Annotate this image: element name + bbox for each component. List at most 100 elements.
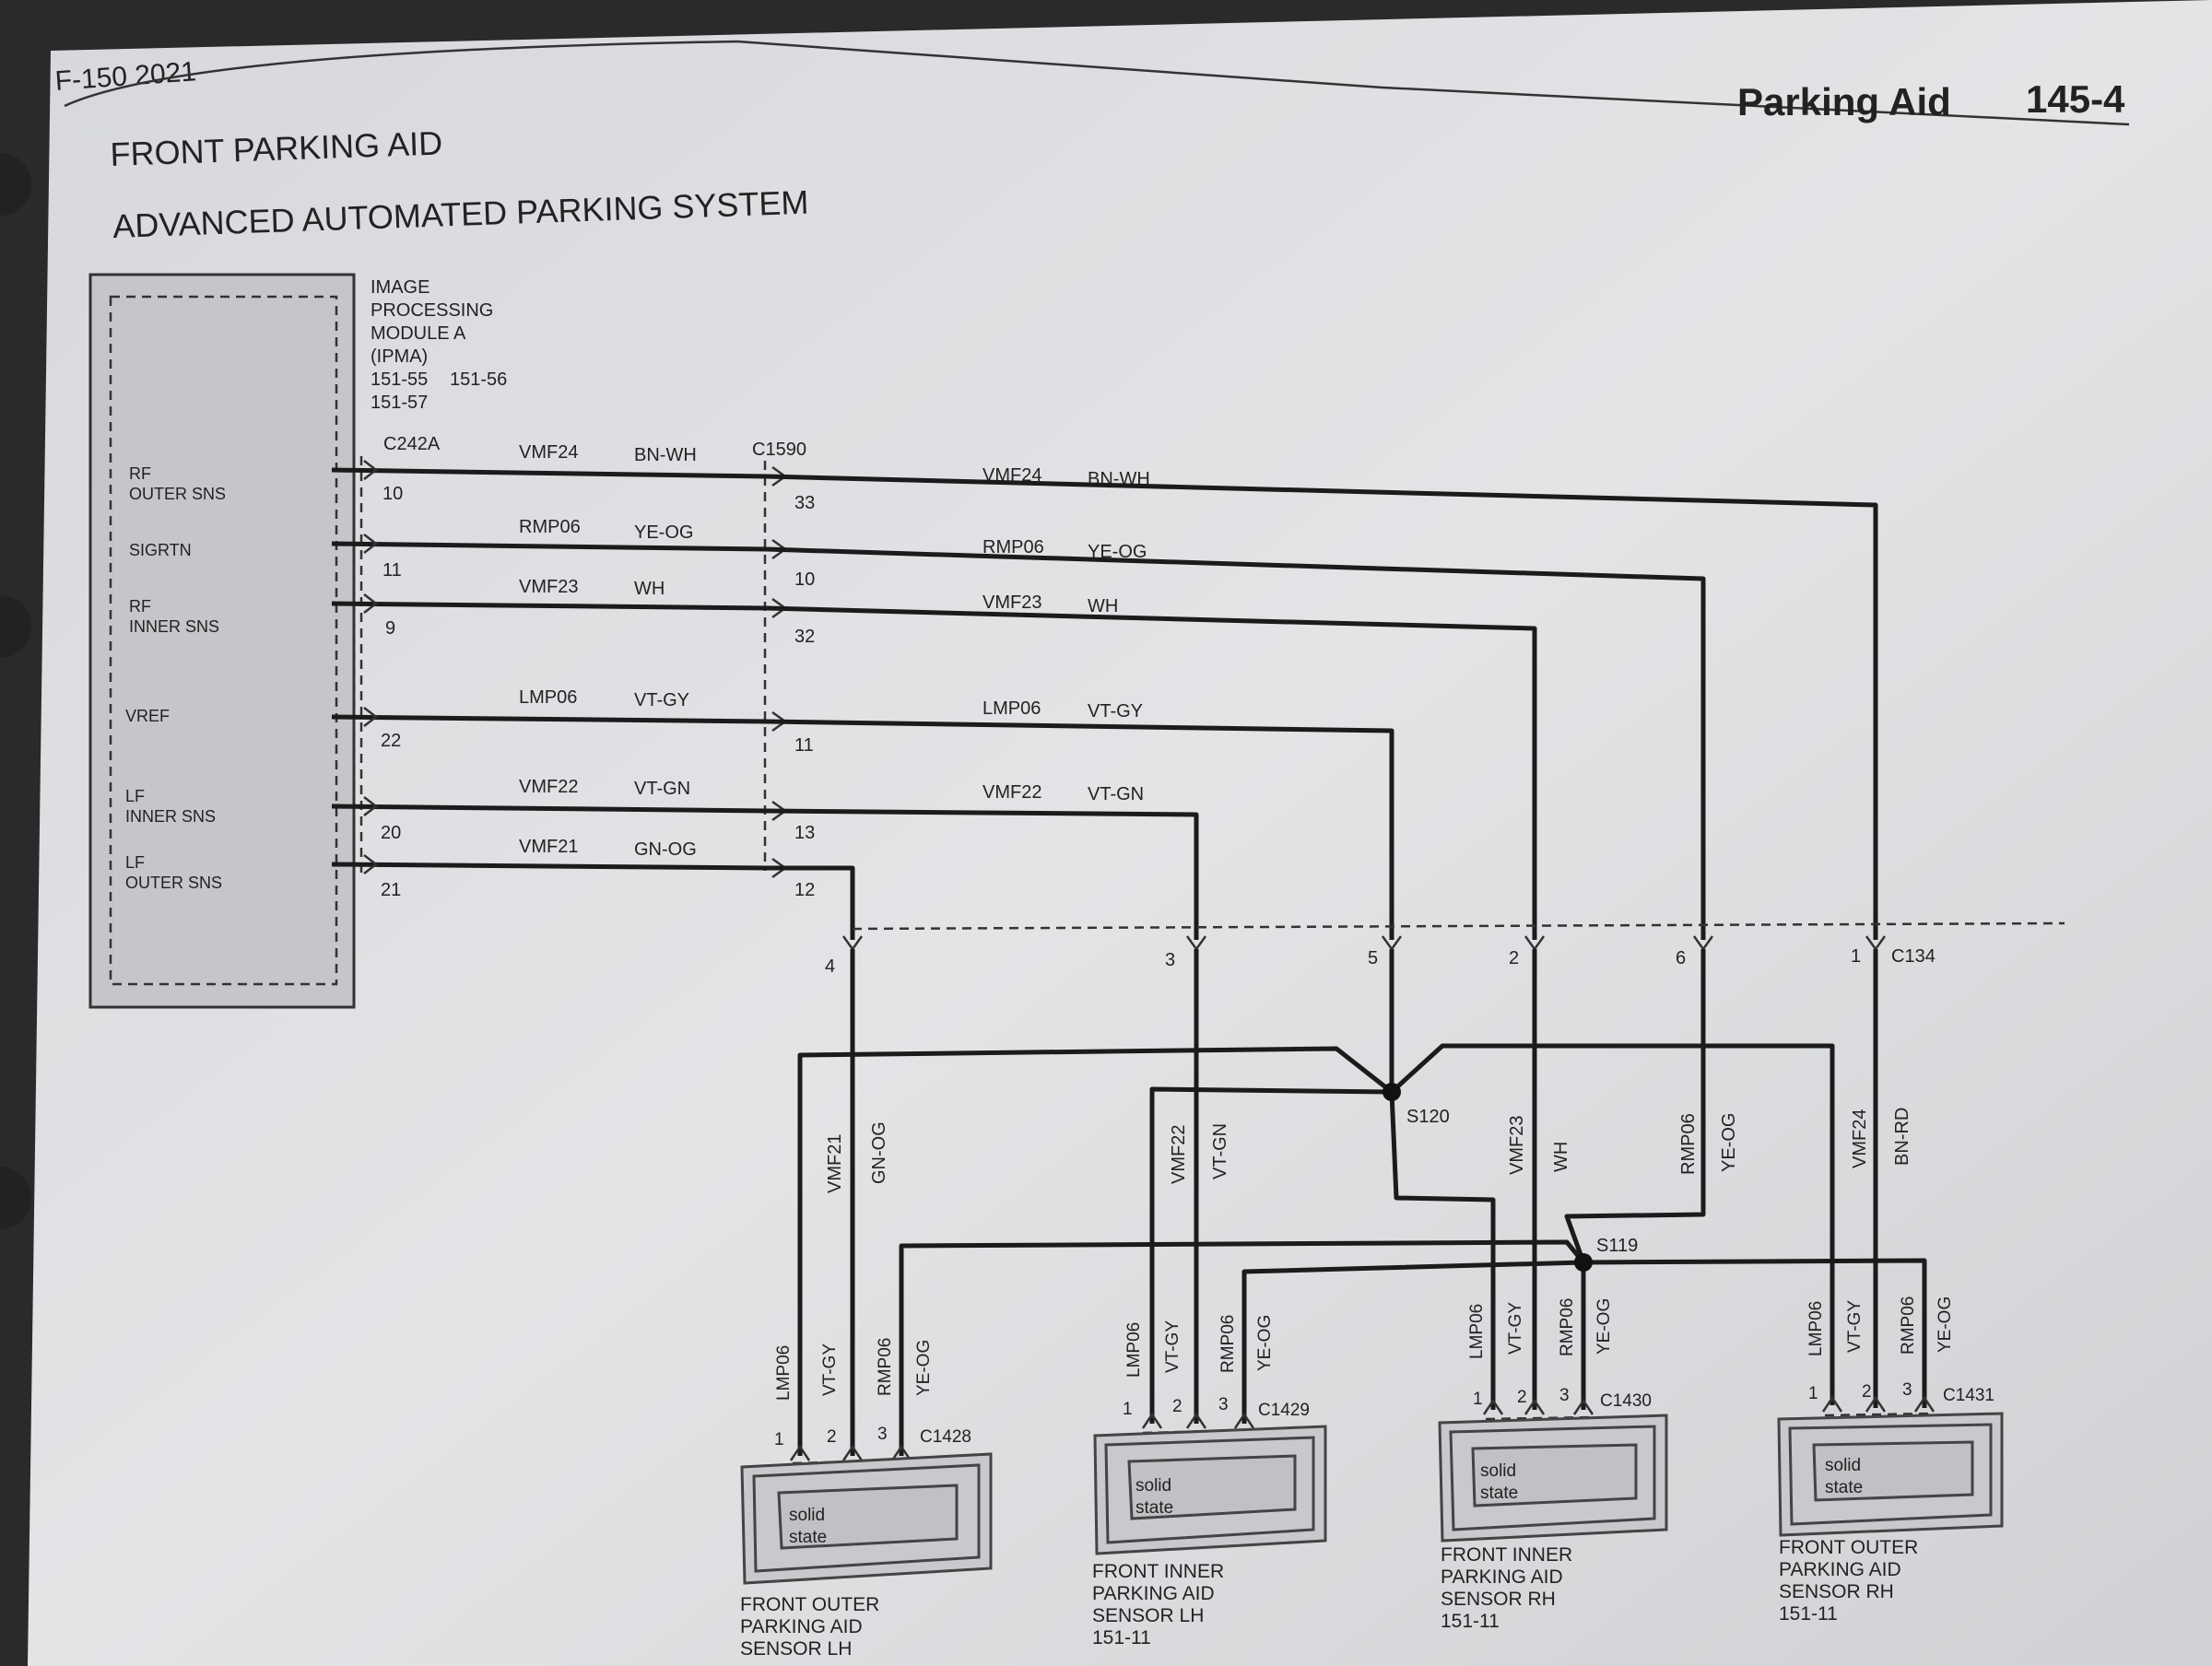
connector-c1590: C1590 xyxy=(752,440,806,460)
svg-text:BN-WH: BN-WH xyxy=(634,445,697,465)
svg-text:5: 5 xyxy=(1368,948,1378,968)
svg-text:1: 1 xyxy=(1123,1400,1133,1419)
svg-text:SENSOR LH: SENSOR LH xyxy=(740,1638,852,1660)
c242a-arrows xyxy=(363,460,379,874)
svg-text:VT-GY: VT-GY xyxy=(1506,1302,1525,1355)
svg-text:VT-GY: VT-GY xyxy=(1163,1320,1182,1373)
svg-text:LMP06: LMP06 xyxy=(519,687,577,708)
splice-s119-label: S119 xyxy=(1596,1236,1638,1256)
svg-text:WH: WH xyxy=(1088,596,1118,616)
svg-text:10: 10 xyxy=(794,569,815,590)
svg-text:3: 3 xyxy=(1559,1386,1570,1405)
svg-text:INNER SNS: INNER SNS xyxy=(129,617,219,636)
c134-connector-line xyxy=(852,921,2065,931)
svg-text:22: 22 xyxy=(381,731,401,751)
svg-text:GN-OG: GN-OG xyxy=(869,1121,889,1184)
wires-c1590-to-c134 xyxy=(766,474,1878,940)
svg-text:LMP06: LMP06 xyxy=(1806,1301,1826,1356)
svg-text:VMF24: VMF24 xyxy=(1850,1109,1870,1168)
svg-text:SIGRTN: SIGRTN xyxy=(129,541,192,559)
svg-text:FRONT OUTER: FRONT OUTER xyxy=(740,1594,879,1615)
sensor-front-inner-rh: LMP06 VT-GY RMP06 YE-OG 1 2 3 C1430 soli… xyxy=(1438,1298,1668,1632)
lower-wires xyxy=(797,949,1927,1456)
svg-text:SENSOR LH: SENSOR LH xyxy=(1092,1605,1204,1626)
svg-text:VMF23: VMF23 xyxy=(519,577,578,597)
svg-text:LMP06: LMP06 xyxy=(1467,1304,1487,1359)
svg-text:WH: WH xyxy=(634,579,665,599)
svg-text:MODULE A: MODULE A xyxy=(371,323,466,344)
svg-text:OUTER SNS: OUTER SNS xyxy=(125,874,222,892)
svg-text:VT-GY: VT-GY xyxy=(1845,1300,1865,1353)
svg-text:YE-OG: YE-OG xyxy=(1088,542,1147,562)
svg-text:FRONT INNER: FRONT INNER xyxy=(1092,1561,1224,1582)
svg-text:151-11: 151-11 xyxy=(1779,1603,1838,1625)
svg-text:FRONT OUTER: FRONT OUTER xyxy=(1779,1537,1918,1558)
connector-c1431: C1431 xyxy=(1943,1386,1994,1405)
svg-text:VT-GY: VT-GY xyxy=(820,1343,840,1396)
svg-text:state: state xyxy=(1480,1484,1518,1503)
svg-text:1: 1 xyxy=(1808,1384,1818,1403)
svg-text:2: 2 xyxy=(827,1427,837,1447)
svg-text:13: 13 xyxy=(794,823,815,843)
svg-text:YE-OG: YE-OG xyxy=(914,1340,934,1396)
svg-text:YE-OG: YE-OG xyxy=(1719,1113,1739,1172)
svg-text:VMF22: VMF22 xyxy=(519,777,578,797)
splice-s120-label: S120 xyxy=(1406,1107,1450,1127)
svg-text:151-11: 151-11 xyxy=(1092,1627,1151,1648)
svg-text:3: 3 xyxy=(1902,1380,1912,1400)
svg-text:PARKING AID: PARKING AID xyxy=(1441,1566,1563,1588)
svg-text:151-57: 151-57 xyxy=(371,393,428,413)
svg-text:RMP06: RMP06 xyxy=(1218,1315,1238,1373)
connector-c1430: C1430 xyxy=(1600,1391,1652,1411)
svg-text:solid: solid xyxy=(789,1506,825,1525)
svg-text:state: state xyxy=(1825,1478,1863,1497)
svg-text:VT-GN: VT-GN xyxy=(634,779,690,799)
svg-text:4: 4 xyxy=(825,956,835,977)
section-title: Parking Aid xyxy=(1737,80,1951,123)
svg-text:20: 20 xyxy=(381,823,401,843)
svg-text:RMP06: RMP06 xyxy=(519,517,581,537)
svg-text:solid: solid xyxy=(1135,1476,1171,1496)
svg-text:FRONT INNER: FRONT INNER xyxy=(1441,1544,1572,1566)
svg-text:YE-OG: YE-OG xyxy=(1255,1315,1275,1371)
connector-c242a: C242A xyxy=(383,434,441,454)
svg-text:GN-OG: GN-OG xyxy=(634,839,697,860)
left-segment-labels: VMF24 BN-WH RMP06 YE-OG VMF23 WH LMP06 V… xyxy=(519,442,697,860)
svg-text:LMP06: LMP06 xyxy=(982,698,1041,719)
svg-text:3: 3 xyxy=(877,1425,888,1444)
sensor-front-outer-rh: LMP06 VT-GY RMP06 YE-OG 1 2 3 C1431 soli… xyxy=(1777,1296,2004,1625)
wires-module-to-c1590 xyxy=(331,467,768,871)
svg-text:3: 3 xyxy=(1165,950,1175,970)
c242a-pin-numbers: 10 11 9 22 20 21 xyxy=(381,484,403,900)
svg-text:SENSOR RH: SENSOR RH xyxy=(1779,1581,1894,1602)
svg-text:RF: RF xyxy=(129,597,151,616)
connector-c1429: C1429 xyxy=(1258,1401,1310,1420)
sensor-front-inner-lh: LMP06 VT-GY RMP06 YE-OG 1 2 3 C1429 soli… xyxy=(1092,1315,1327,1648)
module-pin-labels: RF OUTER SNS SIGRTN RF INNER SNS VREF LF… xyxy=(125,464,226,892)
splice-s119 xyxy=(1574,1253,1593,1272)
svg-text:3: 3 xyxy=(1218,1395,1229,1414)
svg-text:solid: solid xyxy=(1825,1456,1861,1475)
svg-text:IMAGE: IMAGE xyxy=(371,277,429,298)
svg-text:2: 2 xyxy=(1172,1397,1182,1416)
svg-text:PARKING AID: PARKING AID xyxy=(1092,1583,1215,1604)
svg-text:1: 1 xyxy=(1473,1390,1483,1409)
svg-text:151-56: 151-56 xyxy=(450,370,507,390)
svg-text:VMF22: VMF22 xyxy=(982,782,1041,803)
svg-text:RF: RF xyxy=(129,464,151,483)
svg-text:VT-GY: VT-GY xyxy=(634,690,689,710)
vertical-wire-labels: VMF21 GN-OG VMF22 VT-GN VMF23 WH RMP06 Y… xyxy=(825,1108,1912,1193)
svg-text:state: state xyxy=(1135,1498,1173,1518)
svg-text:LF: LF xyxy=(125,787,145,805)
svg-text:BN-RD: BN-RD xyxy=(1892,1108,1912,1166)
svg-text:SENSOR RH: SENSOR RH xyxy=(1441,1589,1556,1610)
svg-text:2: 2 xyxy=(1509,948,1519,968)
binder-holes xyxy=(0,153,31,1229)
svg-text:OUTER SNS: OUTER SNS xyxy=(129,485,226,503)
svg-text:YE-OG: YE-OG xyxy=(1936,1296,1955,1353)
svg-text:VMF22: VMF22 xyxy=(1169,1125,1189,1184)
svg-text:VMF23: VMF23 xyxy=(1507,1116,1527,1175)
svg-text:VMF23: VMF23 xyxy=(982,592,1041,613)
